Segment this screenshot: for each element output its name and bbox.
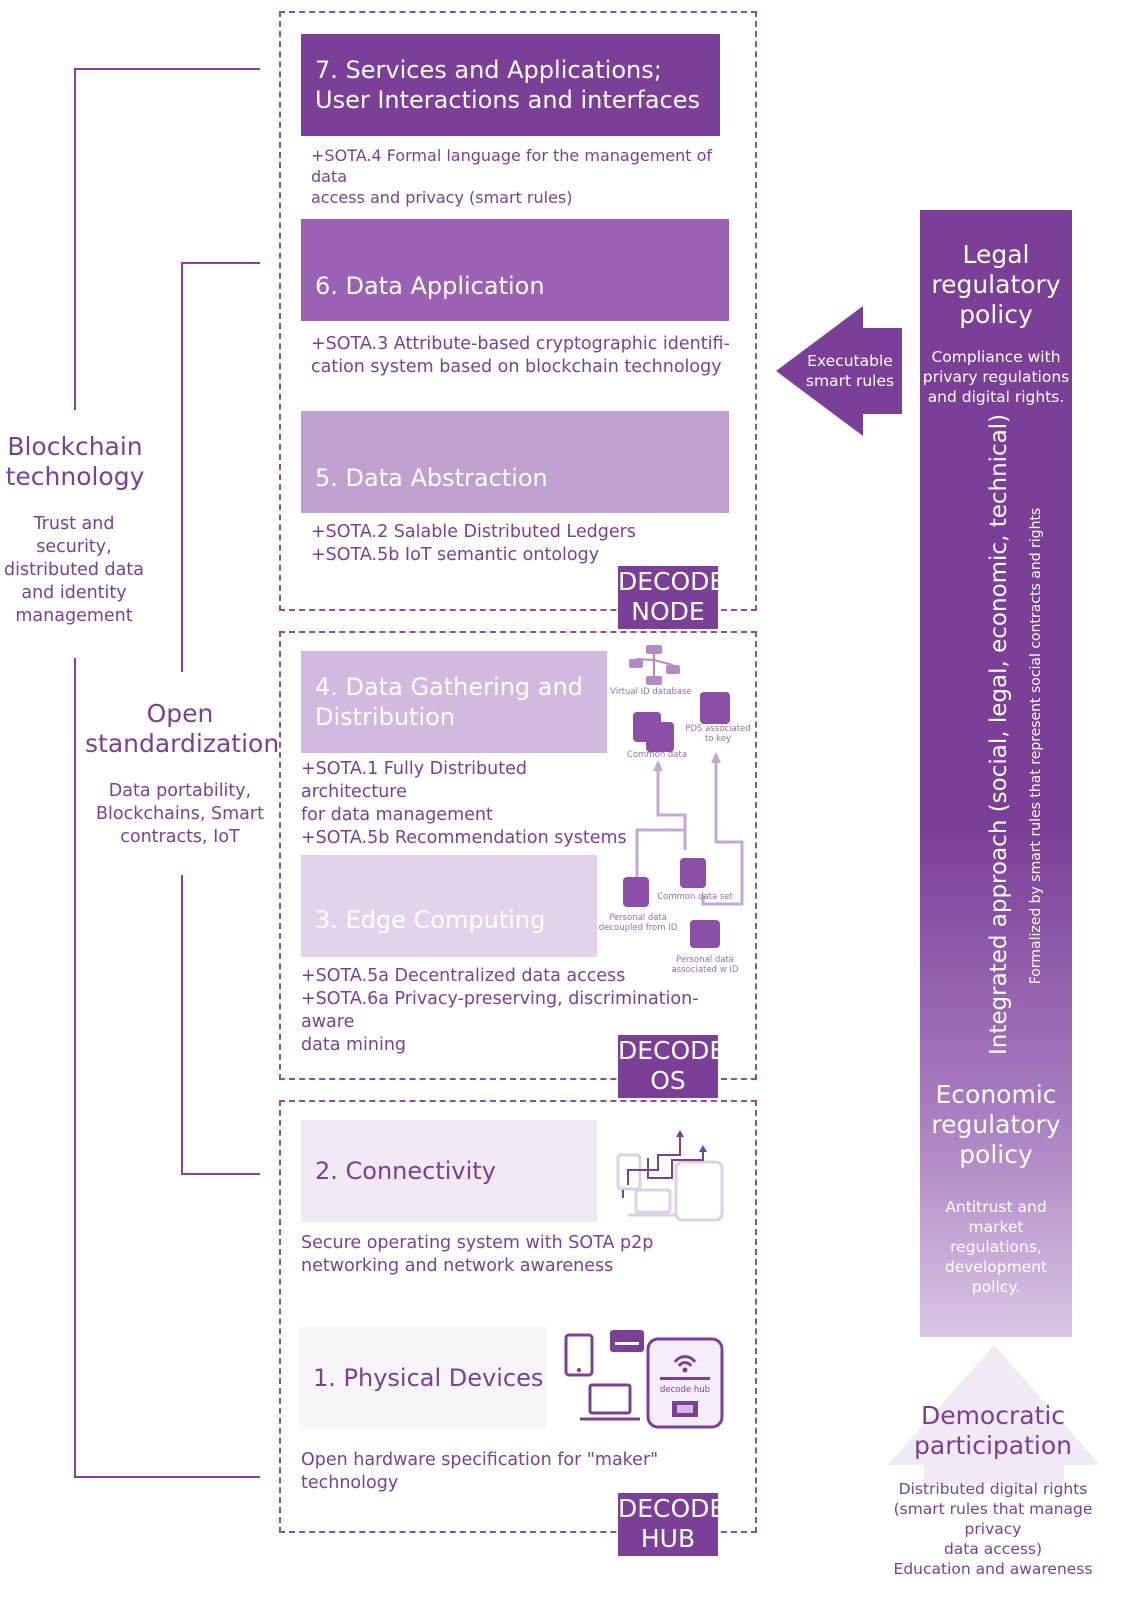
label-personal-wid: Personal data associated w ID [671, 955, 739, 975]
layer-5-box: 5. Data Abstraction [301, 411, 729, 513]
decode-node-badge: DECODE NODE [618, 566, 725, 629]
label-common-data: Common data [626, 750, 688, 760]
open-standardization-desc: Data portability, Blockchains, Smart con… [96, 781, 264, 847]
decode-os-badge: DECODE OS [618, 1035, 725, 1098]
layer-3-box: 3. Edge Computing [301, 855, 597, 957]
layer-4-sota: +SOTA.1 Fully Distributed architecture f… [301, 759, 627, 848]
layer-7-sota: +SOTA.4 Formal language for the manageme… [311, 146, 713, 207]
label-virtual-id: Virtual ID database [610, 687, 692, 697]
blockchain-desc: Trust and security, distributed data and… [4, 514, 144, 626]
democratic-arrow [888, 1345, 1100, 1465]
executable-rules-label: Executable smart rules [805, 352, 895, 390]
layer-2-title: 2. Connectivity [315, 1157, 496, 1185]
open-bracket-top [181, 262, 260, 672]
layer-2-box: 2. Connectivity [301, 1120, 597, 1222]
connectivity-illustration [616, 1130, 724, 1222]
layer-7-title: 7. Services and Applications; User Inter… [315, 56, 700, 114]
legal-policy-desc: Compliance with privary regulations and … [922, 348, 1070, 406]
laptop-icon [580, 1383, 640, 1421]
card-icon [610, 1330, 644, 1352]
smart-rules-formalized-label: Formalized by smart rules that represent… [1028, 507, 1044, 985]
label-pds: PDS associated to key [685, 724, 751, 744]
database-stack-icon-common [633, 712, 674, 752]
database-icon-pds [700, 692, 730, 724]
economic-policy-title: Economic regulatory policy [931, 1080, 1061, 1169]
layer-1-title: 1. Physical Devices [313, 1364, 544, 1392]
layer-2-sota: Secure operating system with SOTA p2p ne… [301, 1233, 654, 1276]
layer-7-box: 7. Services and Applications; User Inter… [301, 34, 720, 136]
layer-1-box: 1. Physical Devices [299, 1327, 547, 1429]
layer-6-box: 6. Data Application [301, 219, 729, 321]
blockchain-bracket-bottom [74, 658, 260, 1478]
democratic-arrow-stem [924, 1464, 1064, 1484]
label-personal-decoupled: Personal data decoupled from ID [598, 913, 678, 933]
database-icon-decoupled [623, 877, 649, 907]
democratic-participation-desc: Distributed digital rights (smart rules … [893, 1480, 1093, 1578]
integrated-approach-label: Integrated approach (social, legal, econ… [986, 413, 1012, 1055]
layer-5-sota: +SOTA.2 Salable Distributed Ledgers +SOT… [311, 522, 636, 565]
phone-icon [564, 1333, 594, 1377]
layer-5-title: 5. Data Abstraction [315, 464, 548, 492]
decode-hub-device-icon [646, 1337, 724, 1429]
layer-4-title: 4. Data Gathering and Distribution [315, 673, 583, 731]
layer-3-title: 3. Edge Computing [315, 906, 546, 934]
open-bracket-bottom [181, 875, 260, 1175]
label-common-data-set: Common data set [657, 892, 733, 902]
layer-1-sota: Open hardware specification for "maker" … [301, 1450, 659, 1493]
blockchain-bracket-top [74, 68, 260, 410]
database-icon-common-set [680, 858, 706, 888]
legal-policy-title: Legal regulatory policy [931, 240, 1061, 329]
layer-6-title: 6. Data Application [315, 272, 545, 300]
database-icon-personal-wid-base [690, 920, 720, 948]
decode-hub-badge: DECODE HUB [618, 1493, 725, 1556]
blockchain-title: Blockchain technology [5, 432, 145, 491]
decode-node-container [279, 11, 757, 611]
physical-devices-illustration [564, 1330, 724, 1429]
layer-6-sota: +SOTA.3 Attribute-based cryptographic id… [311, 334, 730, 377]
decode-hub-container [279, 1100, 757, 1533]
executable-rules-arrow [776, 306, 902, 436]
vertical-text-wrap: Integrated approach (social, legal, econ… [974, 413, 1044, 1055]
decode-os-container [279, 631, 757, 1080]
layer-3-sota: +SOTA.5a Decentralized data access +SOTA… [301, 966, 699, 1055]
decode-hub-device-label: decode hub [660, 1385, 710, 1395]
virtual-id-database-icon [629, 645, 680, 685]
democratic-participation-title: Democratic participation [914, 1401, 1072, 1460]
economic-policy-desc: Antitrust and market regulations, develo… [944, 1198, 1048, 1296]
layer-4-box: 4. Data Gathering and Distribution [301, 651, 607, 753]
policy-column [920, 210, 1072, 1337]
open-standardization-title: Open standardization [85, 699, 280, 758]
